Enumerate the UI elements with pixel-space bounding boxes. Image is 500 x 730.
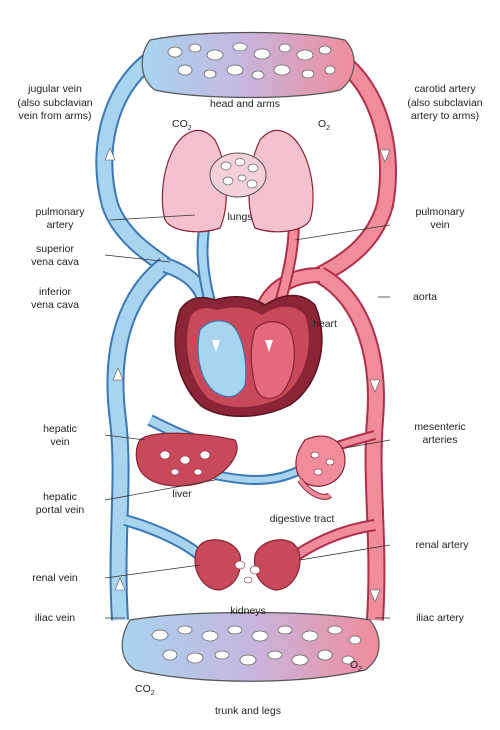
label-heart: heart	[313, 318, 337, 330]
label-trunk-and-legs: trunk and legs	[215, 705, 281, 717]
label-co2-bottom: CO2	[135, 683, 155, 697]
label-carotid-artery: carotid artery	[414, 83, 476, 95]
label-carotid-artery-sub: (also subclavian	[407, 97, 482, 109]
label-pulmonary-vein: pulmonary	[415, 206, 465, 218]
label-co2-top: CO2	[172, 118, 192, 132]
label-jugular-vein-sub: (also subclavian	[17, 97, 92, 109]
kidneys	[195, 540, 300, 590]
label-pulmonary-artery: pulmonary	[35, 206, 85, 218]
label-pulmonary-vein-2: vein	[430, 219, 449, 231]
label-kidneys: kidneys	[230, 605, 266, 617]
label-o2-top: O2	[318, 118, 330, 132]
label-hepatic-vein-2: vein	[50, 436, 69, 448]
label-digestive-tract: digestive tract	[270, 513, 335, 525]
label-hepatic-vein: hepatic	[43, 423, 77, 435]
label-renal-vein: renal vein	[32, 572, 78, 584]
head-arms-capillary-bed	[142, 33, 354, 98]
trunk-legs-capillary-bed	[122, 613, 379, 682]
label-hepatic-portal-vein: hepatic	[43, 491, 77, 503]
label-superior-vena-cava-2: vena cava	[31, 256, 79, 268]
label-inferior-vena-cava: inferior	[39, 286, 72, 298]
label-jugular-vein-sub2: vein from arms)	[19, 110, 92, 122]
label-jugular-vein: jugular vein	[27, 83, 82, 95]
label-pulmonary-artery-2: artery	[47, 219, 75, 231]
label-inferior-vena-cava-2: vena cava	[31, 299, 79, 311]
label-superior-vena-cava: superior	[36, 243, 74, 255]
label-renal-artery: renal artery	[415, 539, 469, 551]
label-iliac-vein: iliac vein	[35, 612, 75, 624]
label-carotid-artery-sub2: artery to arms)	[411, 110, 479, 122]
label-hepatic-portal-vein-2: portal vein	[36, 504, 85, 516]
label-head-and-arms: head and arms	[210, 98, 280, 110]
heart	[175, 296, 322, 417]
label-mesenteric-arteries-2: arteries	[422, 434, 457, 446]
digestive-tract	[296, 436, 345, 497]
label-mesenteric-arteries: mesenteric	[414, 421, 465, 433]
label-iliac-artery: iliac artery	[416, 612, 465, 624]
label-liver: liver	[172, 488, 192, 500]
label-lungs: lungs	[227, 211, 252, 223]
label-aorta: aorta	[413, 291, 437, 303]
